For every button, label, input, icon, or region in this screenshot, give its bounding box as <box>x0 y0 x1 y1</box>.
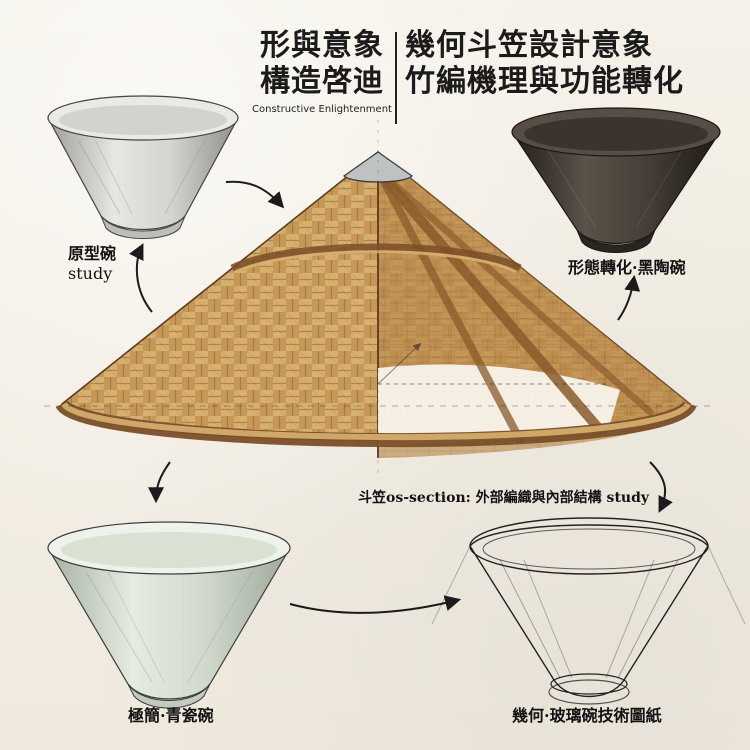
label-glass-bowl: 幾何·玻璃碗技術圖紙 <box>512 706 662 725</box>
white-bowl <box>47 95 239 239</box>
arrow-hat-to-black <box>617 274 641 321</box>
bamboo-hat <box>44 120 710 474</box>
arrow-white-to-hat <box>225 180 285 209</box>
title-left-subtitle: Constructive Enlightenment <box>252 104 392 115</box>
label-celadon-bowl: 極簡·青瓷碗 <box>128 706 214 725</box>
title-left-line2: 構造啓迪 <box>260 64 384 99</box>
black-bowl <box>511 107 721 253</box>
label-prototype-bowl: 原型碗 study <box>68 244 116 284</box>
arrow-hat-to-prototype <box>129 243 153 313</box>
glass-bowl-technical-drawing <box>431 517 746 705</box>
label-cross-section: 斗笠os-section: 外部編織與內部結構 study <box>358 490 650 506</box>
title-right: 幾何斗笠設計意象 竹編機理與功能轉化 <box>405 28 725 100</box>
title-divider <box>395 32 397 124</box>
title-block: 形與意象 構造啓迪 Constructive Enlightenment 幾何斗… <box>0 0 750 140</box>
label-prototype-bowl-line2: study <box>68 264 113 283</box>
label-prototype-bowl-line1: 原型碗 <box>68 244 117 263</box>
title-right-line1: 幾何斗笠設計意象 <box>405 28 653 63</box>
celadon-bowl <box>47 521 291 709</box>
title-left-line1: 形與意象 <box>260 28 384 63</box>
arrow-hat-to-celadon <box>148 461 171 504</box>
title-left: 形與意象 構造啓迪 Constructive Enlightenment <box>252 28 392 115</box>
title-right-line2: 竹編機理與功能轉化 <box>405 64 684 99</box>
arrow-hat-to-glass <box>649 461 673 513</box>
label-black-bowl: 形態轉化·黑陶碗 <box>568 258 686 277</box>
arrow-celadon-to-glass <box>289 595 462 614</box>
